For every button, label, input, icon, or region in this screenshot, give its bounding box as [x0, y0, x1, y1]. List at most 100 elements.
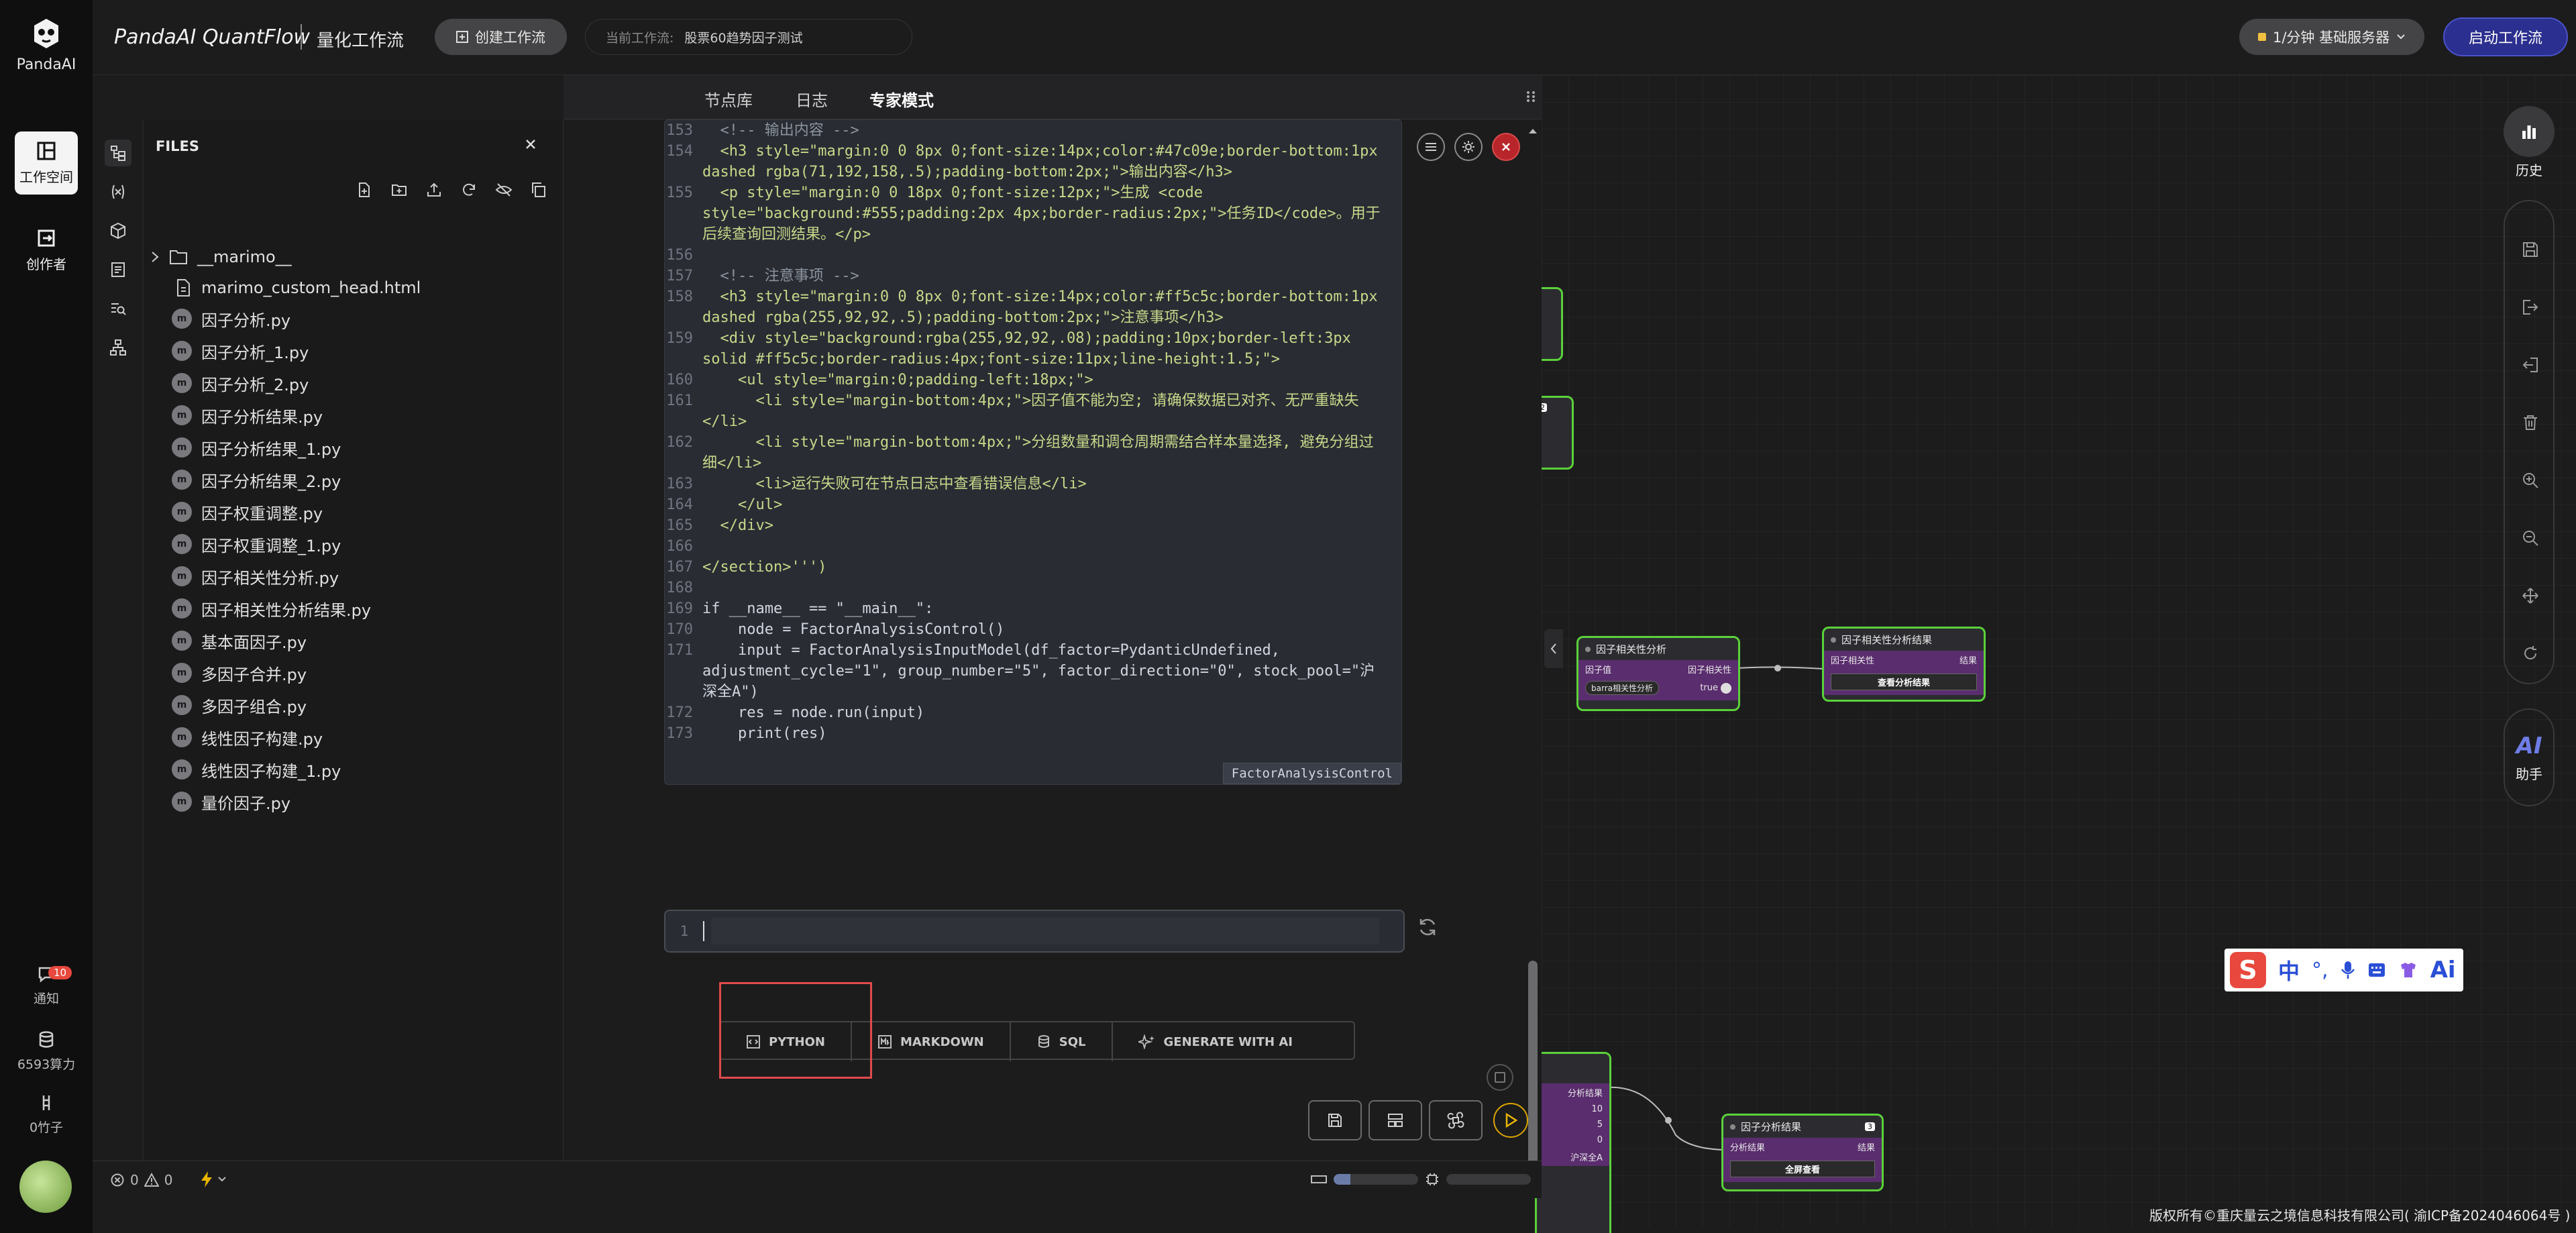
tab-node-library[interactable]: 节点库 — [704, 91, 753, 110]
code-line[interactable]: 157 <!-- 注意事项 --> — [665, 266, 1401, 286]
ime-chinese-mode[interactable]: 中 — [2278, 959, 2300, 984]
code-line[interactable]: 171 input = FactorAnalysisInputModel(df_… — [665, 640, 1401, 702]
history-button[interactable] — [2504, 106, 2555, 157]
code-line[interactable]: 159 <div style="background:rgba(255,92,9… — [665, 328, 1401, 370]
assistant-button[interactable]: AI 助手 — [2504, 708, 2555, 806]
server-select[interactable]: 1/分钟 基础服务器 — [2239, 19, 2425, 55]
code-line[interactable]: 170 node = FactorAnalysisControl() — [665, 619, 1401, 640]
drag-handle-icon[interactable] — [1525, 90, 1536, 103]
close-icon[interactable] — [523, 137, 538, 152]
param-value[interactable]: 沪深全A — [1537, 1148, 1609, 1166]
bamboo-nav[interactable]: 0竹子 — [0, 1093, 93, 1136]
start-workflow-button[interactable]: 启动工作流 — [2443, 17, 2569, 56]
creator-nav[interactable]: 创作者 — [15, 219, 78, 282]
new-cell-input[interactable] — [711, 918, 1379, 945]
code-line[interactable]: 173 print(res) — [665, 723, 1401, 744]
code-line[interactable]: 168 — [665, 578, 1401, 598]
menu-icon[interactable] — [1417, 133, 1445, 161]
code-line[interactable]: 167</section>''') — [665, 557, 1401, 578]
node-factor-analysis-partial[interactable]: 分析结果 10 5 0 沪深全A — [1535, 1052, 1611, 1233]
notes-icon[interactable] — [105, 256, 131, 283]
add-markdown-cell-button[interactable]: MARKDOWN — [852, 1022, 1011, 1061]
code-line[interactable]: 155 <p style="margin:0 0 18px 0;font-siz… — [665, 182, 1401, 245]
new-folder-icon[interactable] — [390, 181, 408, 199]
node-correlation-result[interactable]: 因子相关性分析结果 因子相关性结果 查看分析结果 — [1822, 627, 1986, 702]
new-cell-editor[interactable]: 1 — [664, 910, 1405, 953]
folder-item[interactable]: __marimo__ — [150, 242, 292, 272]
scroll-up-icon[interactable] — [1528, 127, 1538, 134]
import-icon[interactable] — [2509, 343, 2552, 386]
code-line[interactable]: 172 res = node.run(input) — [665, 702, 1401, 723]
param-value[interactable]: 0 — [1537, 1132, 1609, 1148]
code-line[interactable]: 153 <!-- 输出内容 --> — [665, 120, 1401, 141]
panel-scrollbar[interactable] — [1525, 122, 1540, 1198]
delete-cell-icon[interactable] — [1492, 133, 1520, 161]
ime-toolbar[interactable]: S 中 °, Ai — [2224, 949, 2463, 991]
save-notebook-button[interactable] — [1308, 1100, 1362, 1140]
stop-button[interactable] — [1487, 1064, 1513, 1091]
code-line[interactable]: 166 — [665, 536, 1401, 557]
code-line[interactable]: 160 <ul style="margin:0;padding-left:18p… — [665, 370, 1401, 390]
refresh-icon[interactable] — [460, 181, 478, 199]
code-line[interactable]: 162 <li style="margin-bottom:4px;">分组数量和… — [665, 432, 1401, 474]
gear-icon[interactable] — [1454, 133, 1483, 161]
node-factor-correlation[interactable]: 因子相关性分析 因子值因子相关性 barra相关性分析 true — [1576, 636, 1740, 711]
skin-icon[interactable] — [2398, 961, 2418, 979]
run-button[interactable] — [1493, 1103, 1528, 1138]
view-results-button[interactable]: 查看分析结果 — [1831, 674, 1977, 690]
scroll-thumb[interactable] — [1528, 961, 1538, 1189]
code-line[interactable]: 165 </div> — [665, 515, 1401, 536]
export-icon[interactable] — [2509, 286, 2552, 329]
diagnostics[interactable]: 0 0 — [110, 1172, 172, 1188]
param-value[interactable]: 10 — [1537, 1102, 1609, 1117]
file-tree-icon[interactable] — [105, 140, 131, 166]
microphone-icon[interactable] — [2341, 960, 2355, 980]
copy-icon[interactable] — [530, 181, 547, 199]
upload-icon[interactable] — [425, 181, 443, 199]
search-list-icon[interactable] — [105, 295, 131, 322]
layout-toggle-button[interactable] — [1368, 1100, 1422, 1140]
reset-icon[interactable] — [2509, 632, 2552, 675]
add-python-cell-button[interactable]: PYTHON — [720, 1022, 852, 1061]
code-cell[interactable]: 153 <!-- 输出内容 -->154 <h3 style="margin:0… — [664, 119, 1402, 785]
file-item[interactable]: marimo_custom_head.html — [174, 272, 421, 303]
variables-icon[interactable] — [105, 178, 131, 205]
zoom-out-icon[interactable] — [2509, 517, 2552, 559]
fullscreen-view-button[interactable]: 全屏查看 — [1730, 1161, 1875, 1177]
generate-with-ai-button[interactable]: GENERATE WITH AI — [1113, 1022, 1318, 1061]
punctuation-icon[interactable]: °, — [2312, 958, 2328, 982]
code-line[interactable]: 161 <li style="margin-bottom:4px;">因子值不能… — [665, 390, 1401, 432]
workflow-canvas[interactable]: 2 因子相关性分析 因子值因子相关性 barra相关性分析 true 因子相关性… — [1535, 75, 2576, 1233]
tab-logs[interactable]: 日志 — [796, 91, 828, 110]
hierarchy-icon[interactable] — [105, 334, 131, 361]
zoom-in-icon[interactable] — [2509, 459, 2552, 502]
create-workflow-button[interactable]: 创建工作流 — [435, 19, 567, 55]
workspace-nav[interactable]: 工作空间 — [15, 131, 78, 195]
compute-nav[interactable]: 6593算力 — [0, 1030, 93, 1073]
code-line[interactable]: 156 — [665, 245, 1401, 266]
current-workflow-field[interactable]: 当前工作流: 股票60趋势因子测试 — [585, 19, 912, 55]
code-line[interactable]: 158 <h3 style="margin:0 0 8px 0;font-siz… — [665, 286, 1401, 328]
code-line[interactable]: 164 </ul> — [665, 494, 1401, 515]
avatar[interactable] — [19, 1161, 72, 1213]
collapse-panel-button[interactable] — [1544, 629, 1563, 668]
refresh-cell-icon[interactable] — [1415, 915, 1440, 939]
keyboard-icon[interactable] — [2367, 962, 2386, 978]
